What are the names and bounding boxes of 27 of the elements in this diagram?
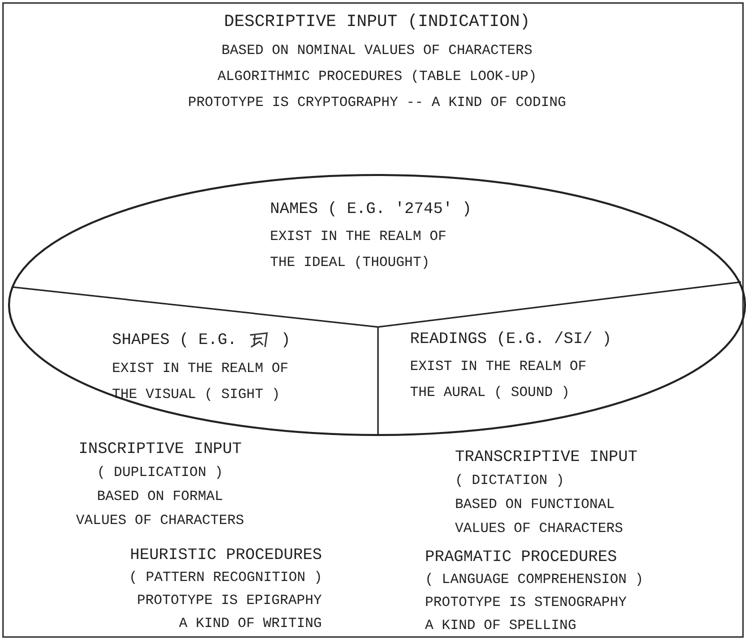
annotation-text: ( PATTERN RECOGNITION ) xyxy=(129,569,322,587)
closing-parenthesis: ) xyxy=(280,331,290,349)
annotation-text: HEURISTIC PROCEDURES xyxy=(130,546,322,564)
annotation-text: PROTOTYPE IS STENOGRAPHY xyxy=(425,594,627,612)
annotation-text: ( DUPLICATION ) xyxy=(97,464,224,482)
annotation-text: BASED ON FORMAL xyxy=(97,488,224,506)
region-description: EXIST IN THE REALM OF THE AURAL ( SOUND ) xyxy=(410,358,588,403)
annotation-text: TRANSCRIPTIVE INPUT xyxy=(455,448,638,466)
annotation-text: PRAGMATIC PROCEDURES xyxy=(425,548,618,566)
annotation-text: INSCRIPTIVE INPUT xyxy=(78,440,242,458)
annotation-text: VALUES OF CHARACTERS xyxy=(455,520,624,538)
region-description: EXIST IN THE REALM OF THE VISUAL ( SIGHT ) xyxy=(112,360,290,405)
annotation-text: A KIND OF SPELLING xyxy=(425,617,576,635)
annotation-text: BASED ON NOMINAL VALUES OF CHARACTERS xyxy=(222,42,532,60)
annotation-text: VALUES OF CHARACTERS xyxy=(76,512,244,530)
region-heading: SHAPES ( E.G. xyxy=(112,331,237,349)
annotation-text: ( LANGUAGE COMPREHENSION ) xyxy=(425,571,644,589)
annotation-text: ALGORITHMIC PROCEDURES (TABLE LOOK-UP) xyxy=(218,68,537,86)
annotation-text: A KIND OF WRITING xyxy=(179,615,322,633)
region-heading: READINGS (E.G. /SI/ ) xyxy=(410,330,613,348)
region-description: EXIST IN THE REALM OF THE IDEAL (THOUGHT) xyxy=(270,228,448,273)
annotation-text: BASED ON FUNCTIONAL xyxy=(455,496,615,514)
region-heading: NAMES ( E.G. '2745' ) xyxy=(270,200,473,218)
annotation-text: PROTOTYPE IS CRYPTOGRAPHY -- A KIND OF CODING xyxy=(188,94,566,112)
annotation-text: PROTOTYPE IS EPIGRAPHY xyxy=(137,592,322,610)
annotation-text: DESCRIPTIVE INPUT (INDICATION) xyxy=(224,14,530,32)
annotation-text: ( DICTATION ) xyxy=(455,472,564,490)
